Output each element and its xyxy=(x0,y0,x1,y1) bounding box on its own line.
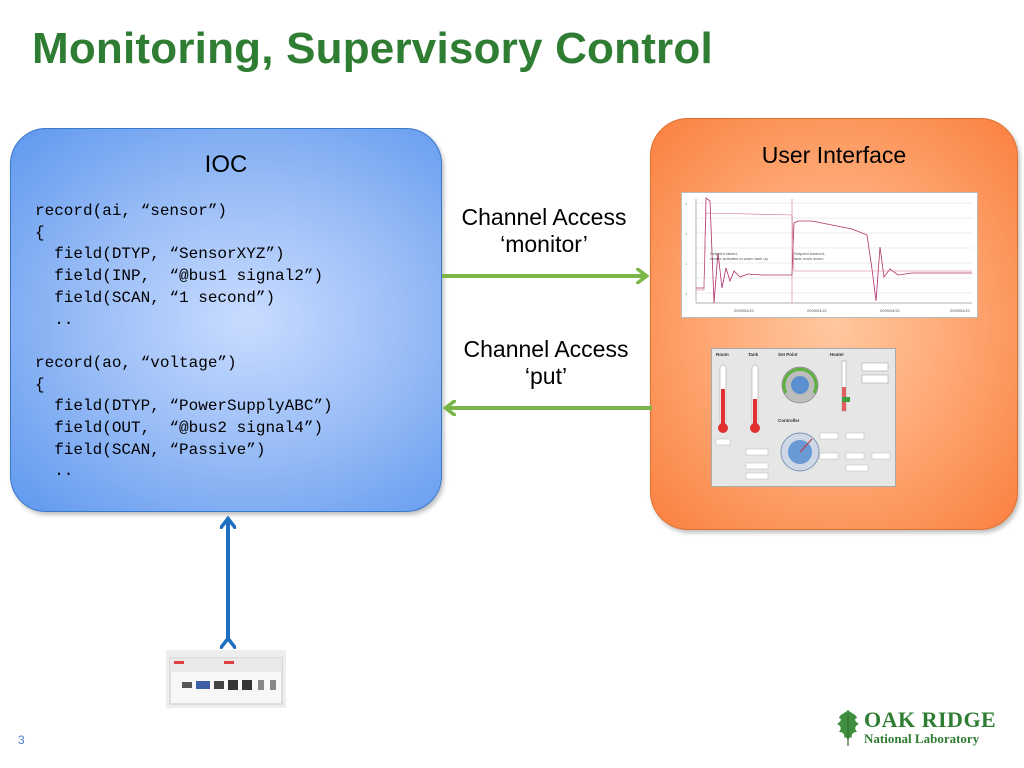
svg-text:Room: Room xyxy=(716,352,729,357)
svg-text:Set Point: Set Point xyxy=(778,352,798,357)
hardware-device-image xyxy=(166,650,286,708)
put-label-line2: ‘put’ xyxy=(524,363,568,389)
svg-text:heater activates to warm tank: heater activates to warm tank up. xyxy=(710,256,769,261)
ioc-box: IOC record(ai, “sensor”) { field(DTYP, “… xyxy=(10,128,442,512)
slide-title: Monitoring, Supervisory Control xyxy=(32,24,713,73)
svg-text:Setpoint lowered,: Setpoint lowered, xyxy=(794,251,825,256)
oak-leaf-icon xyxy=(837,710,859,746)
svg-text:Tank: Tank xyxy=(748,352,759,357)
svg-text:1: 1 xyxy=(685,231,688,236)
put-label-line1: Channel Access xyxy=(463,336,629,362)
logo-name: OAK RIDGE xyxy=(864,707,997,732)
page-number: 3 xyxy=(18,733,25,747)
control-panel-screenshot: Room Tank Set Point Heater Controller xyxy=(711,348,896,487)
monitor-label-line1: Channel Access xyxy=(461,204,627,230)
svg-text:2009/04/21: 2009/04/21 xyxy=(734,308,755,313)
svg-text:1: 1 xyxy=(685,201,688,206)
svg-text:Setpoint raised,: Setpoint raised, xyxy=(710,251,738,256)
svg-text:1: 1 xyxy=(685,291,688,296)
svg-text:1: 1 xyxy=(685,261,688,266)
svg-text:2009/04/21: 2009/04/21 xyxy=(950,308,971,313)
svg-text:Heater: Heater xyxy=(830,352,844,357)
svg-text:tank cools down.: tank cools down. xyxy=(794,256,824,261)
monitor-label-line2: ‘monitor’ xyxy=(500,231,588,257)
ioc-record-code: record(ai, “sensor”) { field(DTYP, “Sens… xyxy=(35,202,333,481)
user-interface-label: User Interface xyxy=(761,142,907,168)
logo-subtitle: National Laboratory xyxy=(864,731,980,746)
svg-text:2009/04/21: 2009/04/21 xyxy=(807,308,828,313)
ioc-label: IOC xyxy=(204,151,248,178)
monitor-label: Channel Access ‘monitor’ xyxy=(452,204,636,258)
oak-ridge-logo: OAK RIDGE National Laboratory xyxy=(834,706,997,750)
strip-chart-screenshot: 1 1 1 1 Setpoint raised,heater activates to… xyxy=(681,192,978,318)
svg-text:Controller: Controller xyxy=(778,418,800,423)
put-label: Channel Access ‘put’ xyxy=(453,336,639,390)
svg-text:2009/04/21: 2009/04/21 xyxy=(880,308,901,313)
